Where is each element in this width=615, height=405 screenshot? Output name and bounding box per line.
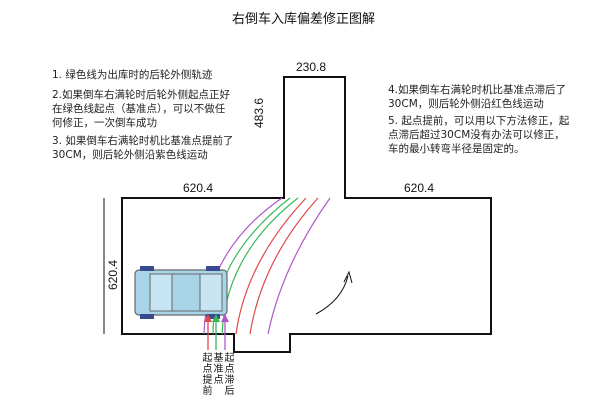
car bbox=[134, 266, 228, 319]
wheel-front-bottom bbox=[206, 314, 220, 319]
dim-road-height: 620.4 bbox=[106, 259, 120, 290]
note-right-5: 车的最小转弯半径是固定的。 bbox=[388, 143, 525, 155]
dim-right-road: 620.4 bbox=[404, 181, 435, 195]
wheel-rear-top bbox=[140, 266, 154, 271]
wheel-rear-bottom bbox=[140, 314, 154, 319]
purple-trajectory-outer bbox=[267, 197, 331, 335]
label-start-early: 起点提前 bbox=[202, 353, 213, 397]
green-trajectory-outer bbox=[221, 197, 299, 335]
wheel-front-top bbox=[206, 266, 220, 271]
red-trajectory-outer bbox=[249, 197, 319, 335]
dim-garage-depth: 483.6 bbox=[252, 97, 266, 128]
note-right-1: 4.如果倒车右满轮时机比基准点滞后了 bbox=[388, 84, 567, 96]
turn-arrow bbox=[315, 275, 349, 315]
note-left-3: 在绿色线起点（基准点），可以不做任 bbox=[52, 103, 226, 115]
label-reference-point: 基准点 bbox=[213, 353, 224, 386]
note-left-5: 3. 如果倒车右满轮时机比基准点提前了 bbox=[52, 135, 234, 147]
note-left-2: 2.如果倒车右满轮时后轮外侧起点正好 bbox=[52, 89, 231, 101]
note-right-4: 点滞后超过30CM没有办法可以修正， bbox=[388, 129, 565, 141]
note-left-1: 1. 绿色线为出库时的后轮外侧轨迹 bbox=[52, 69, 213, 81]
start-arrows bbox=[204, 314, 229, 350]
red-trajectory bbox=[235, 197, 307, 335]
label-start-late: 起点滞后 bbox=[224, 353, 235, 397]
lot-outline bbox=[121, 76, 492, 353]
turn-arrowhead bbox=[343, 270, 353, 284]
note-right-2: 30CM，则后轮外侧沿红色线运动 bbox=[388, 98, 544, 110]
dim-garage-width: 230.8 bbox=[296, 60, 327, 74]
diagram-title: 右倒车入库偏差修正图解 bbox=[232, 12, 376, 27]
dim-left-road: 620.4 bbox=[183, 181, 214, 195]
note-left-6: 30CM，则后轮外侧沿紫色线运动 bbox=[52, 149, 208, 161]
note-right-3: 5. 起点提前，可以用以下方法修正，起 bbox=[388, 115, 570, 127]
note-left-4: 何修正，一次倒车成功 bbox=[52, 117, 157, 129]
